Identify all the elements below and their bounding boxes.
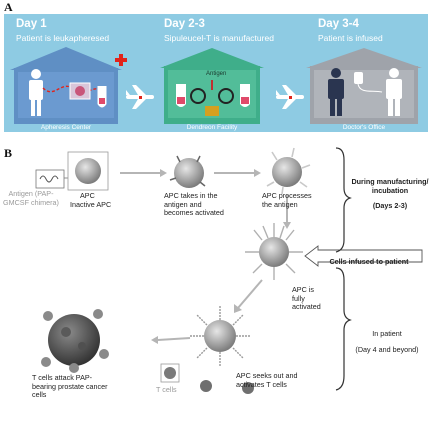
infused-arrow — [304, 245, 423, 267]
processing-apc-cell — [266, 147, 311, 195]
attacking-t-cells — [41, 309, 109, 373]
manufacturing-tube-icon — [176, 84, 186, 107]
panel-a-label: A — [4, 0, 13, 14]
blood-flow-line — [42, 85, 105, 94]
apheresis-center-house — [10, 47, 122, 124]
collection-tube-icon — [97, 86, 107, 108]
stage-2-subtitle: Sipuleucel-T is manufactured — [164, 33, 274, 43]
flow-arrow — [237, 279, 263, 309]
stage-2-title: Day 2-3 — [164, 18, 205, 30]
flow-arrow — [157, 337, 191, 341]
red-cross-icon — [115, 54, 127, 66]
step-takes-in-label: APC takes in the antigen and becomes act… — [164, 191, 224, 218]
activating-apc-cell — [169, 155, 206, 188]
infused-arrow-label: Cells infused to patient — [329, 257, 409, 266]
fully-activated-apc-cell — [245, 223, 303, 280]
panel-b-label: B — [4, 146, 13, 160]
inactive-apc-label: Inactive APC — [70, 200, 112, 209]
stage-3-location: Doctor's Office — [342, 124, 386, 131]
patient-figure-icon — [386, 68, 402, 116]
step-processes-label: APC processes the antigen — [262, 191, 312, 209]
in-patient-days-label: (Day 4 and beyond) — [355, 345, 419, 354]
t-cells-label: T cells — [156, 385, 177, 394]
during-days-label: (Days 2-3) — [372, 201, 408, 210]
fully-activated-label: APC is fully activated — [292, 285, 321, 312]
in-patient-brace — [335, 267, 352, 391]
apheresis-machine-icon — [69, 82, 91, 100]
product-tube-icon — [240, 84, 250, 107]
seeks-out-label: APC seeks out and activates T cells — [236, 371, 298, 389]
stage-1-title: Day 1 — [16, 18, 47, 30]
t-cell — [242, 382, 254, 394]
iv-bag-icon — [354, 72, 383, 93]
doctors-office-house — [306, 48, 422, 124]
airplane-icon — [126, 85, 154, 109]
stage-1-location: Apheresis Center — [40, 124, 92, 131]
inactive-apc-cell — [75, 158, 101, 184]
during-manufacturing-label: During manufacturing/ incubation — [351, 177, 429, 195]
antigen-box — [35, 169, 65, 189]
seeking-apc-cell — [190, 306, 250, 366]
stage-3-title: Day 3-4 — [318, 18, 359, 30]
t-cell — [200, 380, 212, 392]
panel-a-illustration: Antigen — [10, 47, 422, 124]
airplane-icon — [276, 85, 304, 109]
attack-label: T cells attack PAP-bearing prostate canc… — [32, 373, 108, 400]
doctor-figure-icon — [328, 68, 344, 116]
prostate-cancer-cell — [48, 314, 100, 366]
panel-b-illustration — [35, 147, 423, 394]
antigen-label: Antigen (PAP-GMCSF chimera) — [3, 189, 59, 207]
patient-figure-icon — [29, 69, 43, 116]
antigen-inner-label: Antigen — [206, 71, 226, 77]
manufacturing-brace — [335, 147, 352, 253]
antigen-cycle-icon — [190, 80, 234, 116]
stage-3-subtitle: Patient is infused — [318, 33, 383, 43]
stage-1-subtitle: Patient is leukapheresed — [16, 33, 110, 43]
t-cell — [160, 363, 180, 383]
in-patient-label: In patient — [372, 329, 402, 338]
apc-label: APC — [80, 191, 95, 200]
stage-2-location: Dendreon Facility — [186, 124, 238, 131]
